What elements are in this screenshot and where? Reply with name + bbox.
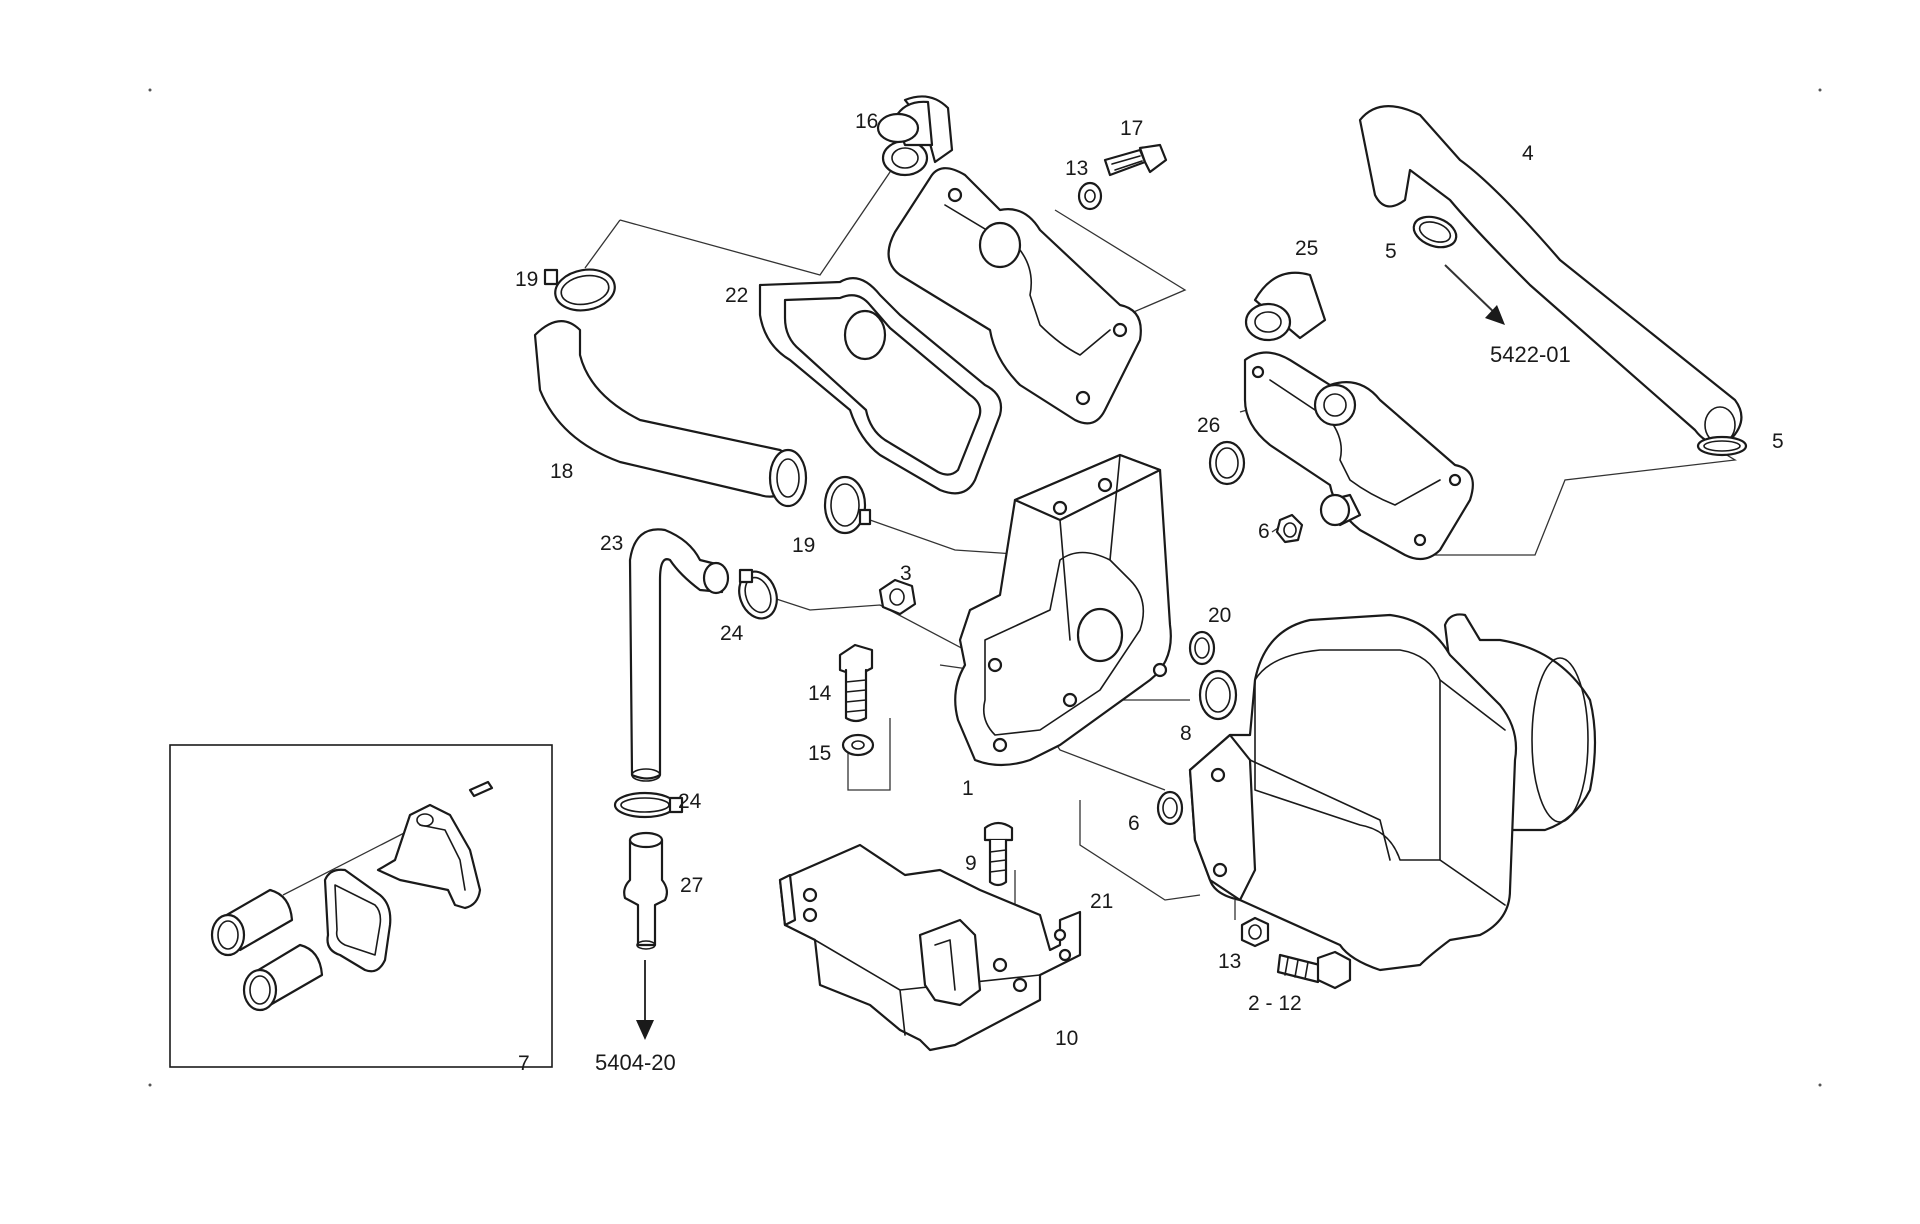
crop-mark-top-right (1818, 88, 1822, 92)
callout-6-lower: 6 (1128, 812, 1140, 835)
clamp-5-top (1412, 215, 1458, 249)
bolt-9 (983, 821, 1014, 887)
plug-6-upper (1319, 493, 1362, 527)
oring-8 (1198, 669, 1238, 721)
base-bracket-10 (778, 843, 1082, 1052)
arrow-to-5404-20 (636, 960, 654, 1040)
reference-labels: 5422-01 5404-20 (595, 342, 1571, 1075)
crop-mark-bottom-left (148, 1083, 152, 1087)
fitting-27 (623, 831, 669, 950)
callout-4: 4 (1522, 142, 1534, 165)
callout-labels: 16 17 13 4 5 25 19 22 18 26 5 6 23 19 3 … (515, 110, 1784, 1075)
callout-25: 25 (1295, 237, 1318, 260)
callout-18: 18 (550, 460, 573, 483)
callout-19-top: 19 (515, 268, 538, 291)
kit-gasket (323, 868, 392, 973)
callout-13-top: 13 (1065, 157, 1088, 180)
callout-10: 10 (1055, 1027, 1078, 1050)
kit-pin (468, 780, 494, 798)
callout-1: 1 (962, 777, 974, 800)
callout-17: 17 (1120, 117, 1143, 140)
kit-sleeve-lower (242, 943, 324, 1012)
oil-cooler-housing (1188, 613, 1597, 972)
reference-5404-20: 5404-20 (595, 1050, 676, 1075)
oring-6-lower (1156, 790, 1184, 826)
callout-8: 8 (1180, 722, 1192, 745)
washer-15 (841, 733, 875, 757)
oring-26 (1208, 440, 1246, 486)
clamp-19-top (543, 268, 616, 312)
crop-mark-bottom-right (1818, 1083, 1822, 1087)
hose-4 (1358, 105, 1743, 445)
callout-3: 3 (900, 562, 912, 585)
nut-3 (878, 578, 917, 616)
callout-13-bottom: 13 (1218, 950, 1241, 973)
clamp-24-bottom (613, 791, 684, 819)
bracket-plate-upper (887, 167, 1142, 425)
callout-23: 23 (600, 532, 623, 555)
washer-13-top (1077, 181, 1103, 211)
main-bracket-1 (954, 453, 1172, 767)
bolt-14 (838, 643, 874, 723)
clamp-24-top (738, 568, 778, 620)
bolt-2-12 (1276, 950, 1352, 990)
callout-19-bottom: 19 (792, 534, 815, 557)
callout-16: 16 (855, 110, 878, 133)
gasket-22 (758, 277, 1003, 495)
callout-6-upper: 6 (1258, 520, 1270, 543)
bolt-17 (1103, 143, 1168, 177)
hose-18 (533, 320, 808, 508)
reference-5422-01: 5422-01 (1490, 342, 1571, 367)
crop-mark-top-left (148, 88, 152, 92)
inset-kit-frame (169, 744, 553, 1068)
callout-24-bottom: 24 (678, 790, 702, 813)
callout-24-top: 24 (720, 622, 744, 645)
kit-sleeve-upper (210, 888, 294, 957)
callout-2-12: 2 - 12 (1248, 992, 1302, 1015)
bracket-plate-right (1243, 351, 1474, 561)
kit-bracket (376, 803, 482, 910)
callout-26: 26 (1197, 414, 1220, 437)
washer-13-bottom (1240, 916, 1270, 948)
washer-6-upper (1275, 513, 1304, 544)
hose-23 (628, 528, 730, 782)
clamp-5-right (1696, 435, 1748, 457)
callout-5-top: 5 (1385, 240, 1397, 263)
callout-20: 20 (1208, 604, 1231, 627)
arrow-to-5422-01 (1444, 264, 1505, 325)
clamp-19-bottom (823, 475, 872, 535)
callout-7: 7 (518, 1052, 530, 1075)
callout-21: 21 (1090, 890, 1113, 913)
kit-7-contents (210, 780, 494, 1012)
fitting-25 (1244, 271, 1327, 342)
callout-5-right: 5 (1772, 430, 1784, 453)
callout-9: 9 (965, 852, 977, 875)
callout-14: 14 (808, 682, 832, 705)
fitting-16 (876, 95, 954, 177)
callout-15: 15 (808, 742, 831, 765)
oring-20 (1188, 630, 1216, 666)
callout-22: 22 (725, 284, 748, 307)
callout-27: 27 (680, 874, 703, 897)
